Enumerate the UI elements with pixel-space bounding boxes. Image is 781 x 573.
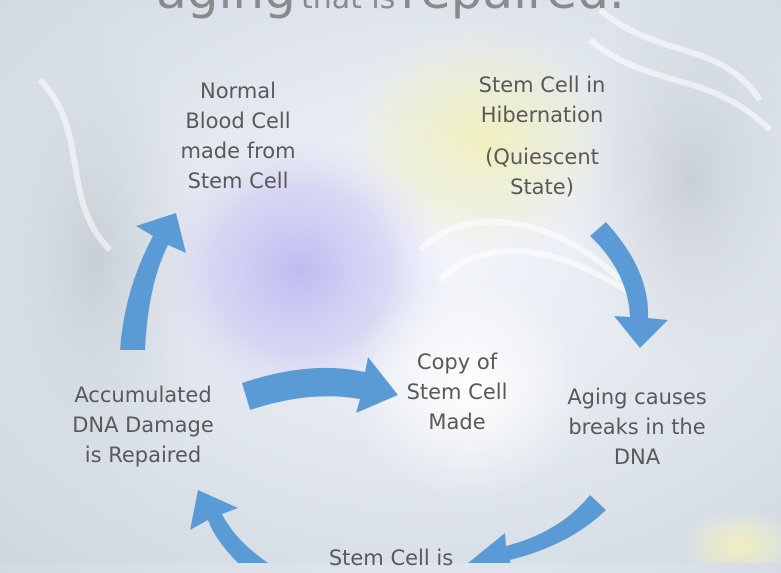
node-text-line: breaks in the bbox=[568, 415, 706, 439]
title-word-repaired: repaired. bbox=[400, 0, 624, 20]
node-text-line: DNA Damage bbox=[72, 413, 214, 437]
node-text-line: Aging causes bbox=[567, 385, 707, 409]
node-text-line: State) bbox=[510, 175, 574, 199]
cycle-arrows bbox=[120, 213, 668, 563]
title-word-aging: aging bbox=[156, 0, 296, 20]
arrow-repair-to-blood-cell bbox=[120, 213, 186, 350]
dna-helix-strands bbox=[37, 7, 773, 303]
node-text-line: Stem Cell in bbox=[478, 73, 606, 97]
pale-yellow-blob bbox=[680, 510, 781, 563]
node-text-line: Accumulated bbox=[74, 383, 212, 407]
node-quiescent-state: (Quiescent State) bbox=[472, 142, 612, 202]
title-word-that-is: that is bbox=[301, 0, 395, 16]
node-text-line: DNA bbox=[613, 445, 661, 469]
node-stem-cell-is: Stem Cell is bbox=[318, 543, 464, 573]
node-dna-repaired: Accumulated DNA Damage is Repaired bbox=[60, 380, 226, 470]
node-text-line: Normal bbox=[200, 79, 276, 103]
node-text-line: Hibernation bbox=[480, 103, 604, 127]
node-text-line: Made bbox=[428, 410, 486, 434]
node-aging-breaks: Aging causes breaks in the DNA bbox=[556, 382, 718, 472]
node-text-line: Stem Cell is bbox=[328, 546, 454, 570]
node-copy-made: Copy of Stem Cell Made bbox=[392, 347, 522, 437]
node-text-line: made from bbox=[180, 139, 296, 163]
node-normal-blood-cell: Normal Blood Cell made from Stem Cell bbox=[168, 76, 308, 196]
arrow-stem-cell-to-repair bbox=[190, 490, 268, 563]
node-text-line: is Repaired bbox=[84, 443, 202, 467]
arrow-hibernation-to-aging bbox=[590, 222, 668, 348]
arrow-aging-to-stem-cell bbox=[468, 495, 606, 563]
grey-blob-left bbox=[0, 30, 205, 490]
node-text-line: Copy of bbox=[416, 350, 498, 374]
arrow-repair-to-copy bbox=[242, 357, 398, 413]
node-text-line: Stem Cell bbox=[406, 380, 508, 404]
node-text-line: (Quiescent bbox=[485, 145, 599, 169]
node-stem-cell-hibernation: Stem Cell in Hibernation bbox=[462, 70, 622, 130]
title: aging that is repaired. bbox=[0, 0, 781, 20]
node-text-line: Blood Cell bbox=[185, 109, 291, 133]
white-blob bbox=[350, 280, 590, 500]
node-text-line: Stem Cell bbox=[187, 169, 289, 193]
